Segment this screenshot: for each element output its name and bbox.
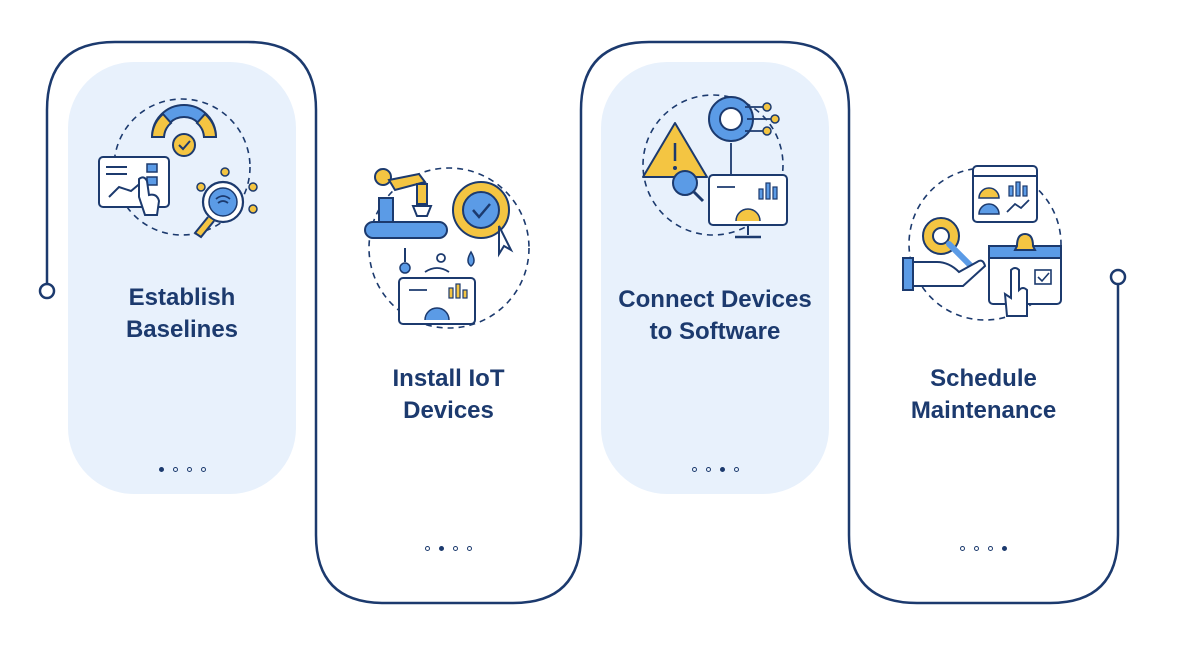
dot [960, 546, 965, 551]
baseline-gauge-icon [97, 87, 267, 262]
dot [200, 467, 206, 472]
connector-start-circle [38, 282, 56, 300]
software-gear-alert-icon [633, 87, 803, 247]
step-card-connect-devices-to-software: Connect Devices to Software [601, 62, 829, 494]
dot [453, 546, 458, 551]
dot [974, 546, 979, 551]
dot-active [719, 467, 725, 472]
dot [172, 467, 178, 472]
dot [691, 467, 697, 472]
step-title: Schedule Maintenance [910, 365, 1057, 424]
maintenance-calendar-icon [901, 158, 1071, 328]
iot-robot-arm-icon [361, 160, 536, 330]
step-title: Install IoT Devices [392, 365, 505, 424]
connector-outline [45, 40, 1120, 605]
dot [425, 546, 430, 551]
step-progress-dots [316, 546, 581, 551]
step-progress-dots [601, 467, 829, 472]
step-card-schedule-maintenance: Schedule Maintenance [849, 110, 1118, 603]
step-card-establish-baselines: Establish Baselines [68, 62, 296, 494]
dot-active [1002, 546, 1007, 551]
step-progress-dots [849, 546, 1118, 551]
dot [467, 546, 472, 551]
dot [186, 467, 192, 472]
dot [733, 467, 739, 472]
step-progress-dots [68, 467, 296, 472]
dot [988, 546, 993, 551]
dot-active [439, 546, 444, 551]
step-card-install-iot-devices: Install IoT Devices [316, 110, 581, 603]
dot-active [158, 467, 164, 472]
connector-end-circle [1109, 268, 1127, 286]
step-title: Connect Devices to Software [618, 286, 812, 345]
step-title: Establish Baselines [125, 284, 239, 343]
dot [705, 467, 711, 472]
